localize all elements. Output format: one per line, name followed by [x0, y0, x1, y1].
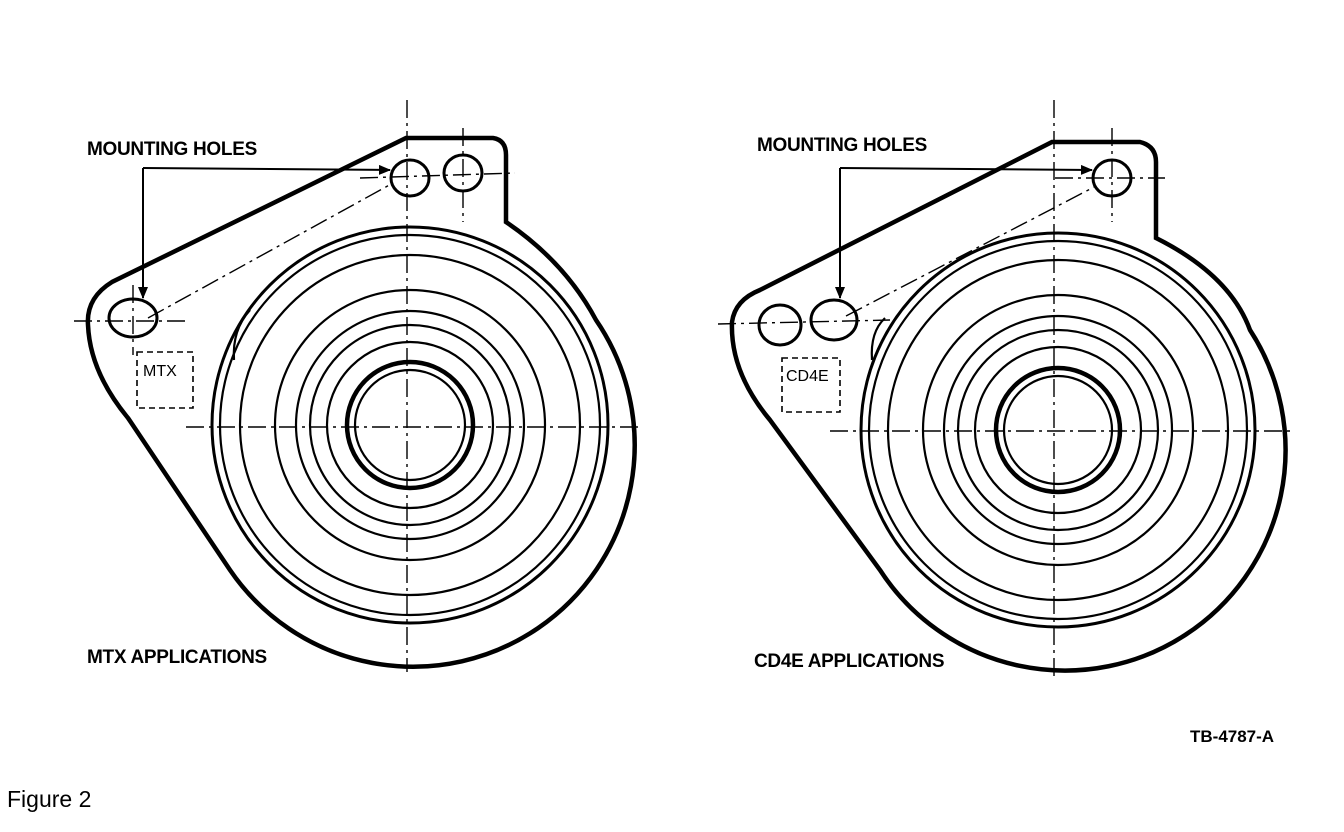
cd4e-bore-inner [1002, 374, 1114, 486]
cd4e-ring-3 [886, 258, 1230, 602]
cd4e-bracket-drawing: CD4E MOUNTING HOLES CD4E APPLICATIONS [717, 100, 1292, 676]
mtx-ring-1 [210, 225, 610, 625]
cd4e-bracket-outline [729, 139, 1288, 673]
cd4e-ring-6 [956, 328, 1160, 532]
cd4e-ring-5 [942, 314, 1174, 546]
cd4e-hole-to-hole-centerline [845, 185, 1097, 317]
mtx-hole-centerline-h [359, 172, 516, 179]
mtx-ring-7 [325, 340, 495, 510]
mtx-applications-caption: MTX APPLICATIONS [87, 647, 267, 668]
cd4e-callout-leader-right [839, 164, 1093, 175]
cd4e-mounting-hole-3 [809, 298, 859, 342]
cd4e-mounting-holes-label: MOUNTING HOLES [757, 135, 927, 156]
cd4e-mounting-hole-2 [757, 303, 803, 347]
mtx-ring-2 [218, 233, 602, 617]
cd4e-bore-outer [993, 365, 1123, 495]
mtx-ring-5 [294, 309, 526, 541]
cd4e-ring-4 [921, 293, 1195, 567]
cd4e-ring-2 [867, 239, 1249, 621]
reference-code: TB-4787-A [1190, 727, 1274, 746]
cd4e-ring-1 [859, 231, 1257, 629]
mtx-ring-6 [308, 323, 512, 527]
mtx-bracket-outline [85, 135, 637, 669]
cd4e-tag: CD4E [786, 368, 829, 385]
mtx-ring-3 [238, 253, 582, 597]
mtx-bore-inner [353, 368, 467, 482]
cd4e-ring-7 [973, 345, 1143, 515]
mtx-ring-4 [273, 288, 547, 562]
cd4e-tag-box [781, 357, 841, 413]
figure-label: Figure 2 [7, 786, 91, 812]
mtx-mounting-holes-label: MOUNTING HOLES [87, 139, 257, 160]
cd4e-lower-centerline-h [717, 319, 891, 325]
mtx-hole-to-hole-centerline [147, 182, 394, 319]
cd4e-applications-caption: CD4E APPLICATIONS [754, 651, 944, 672]
mtx-mounting-hole-1 [389, 158, 431, 198]
mtx-tag: MTX [143, 363, 177, 380]
mtx-tag-box [136, 351, 194, 409]
mtx-callout-leader-right [142, 164, 391, 175]
mtx-bracket-drawing: MTX MOUNTING HOLES MTX APPLICATIONS [74, 100, 640, 672]
mtx-bore-outer [344, 359, 476, 491]
